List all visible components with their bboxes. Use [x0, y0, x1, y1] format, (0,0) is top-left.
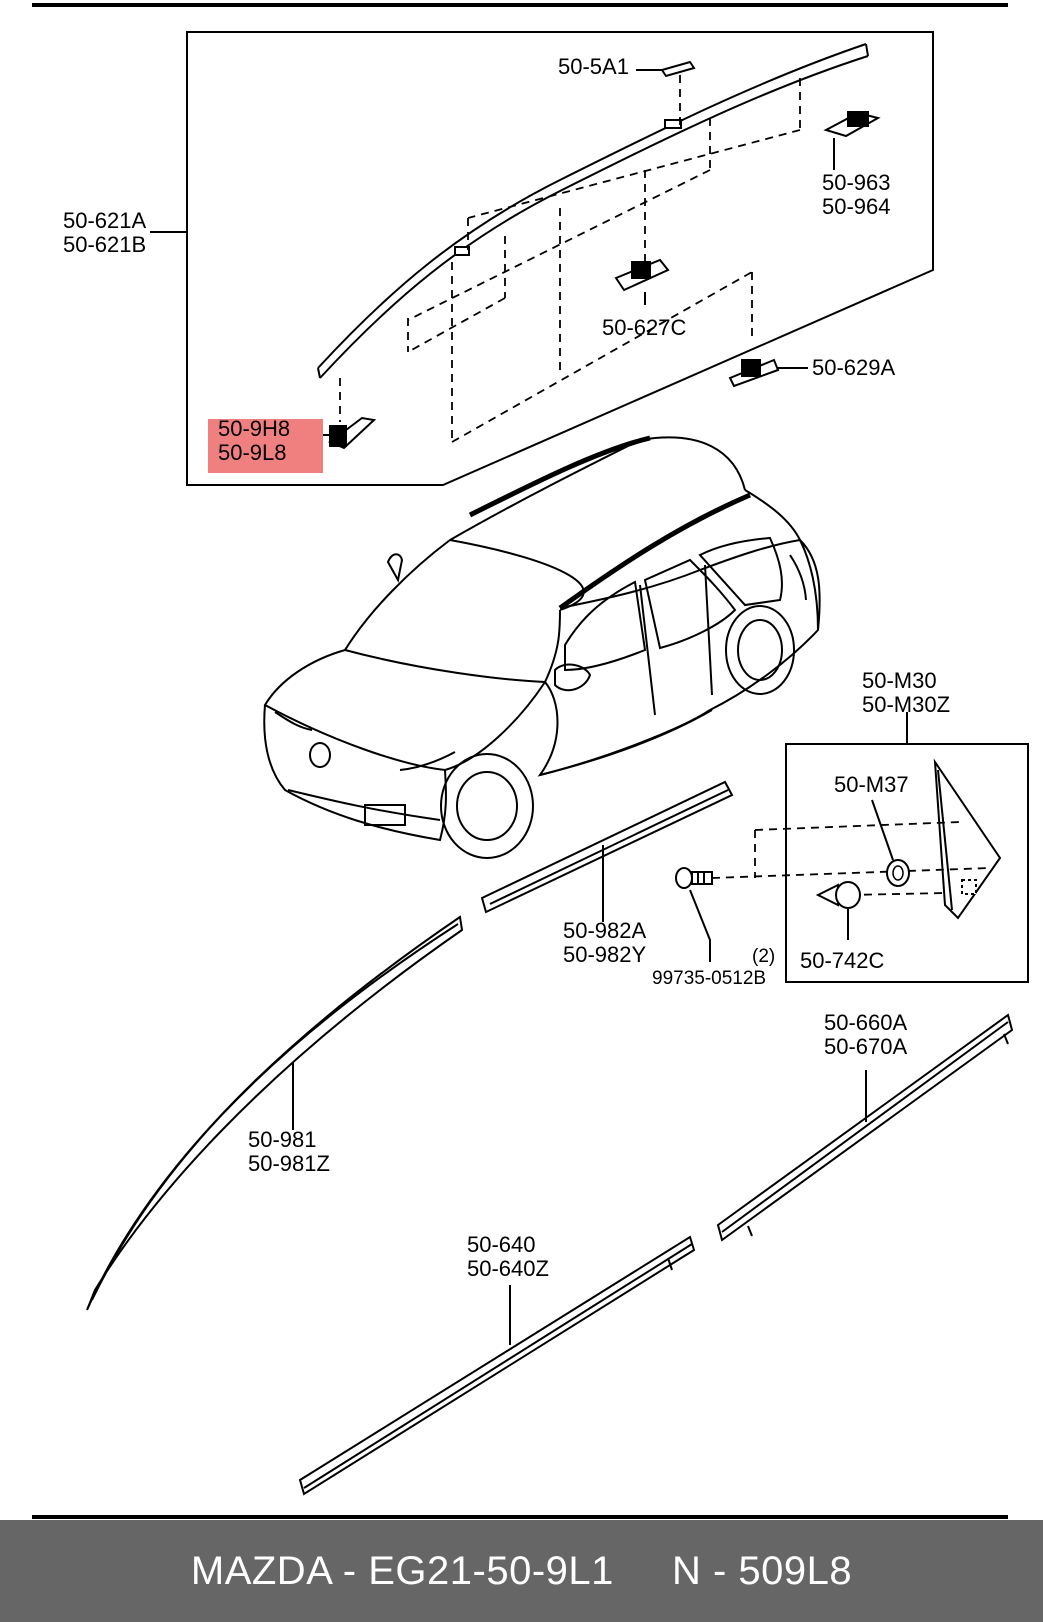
label-50-981Z: 50-981Z — [248, 1151, 330, 1176]
label-50-660A: 50-660A — [824, 1010, 908, 1035]
label-50-640Z: 50-640Z — [467, 1256, 549, 1281]
part-number-footer: MAZDA - EG21-50-9L1 N - 509L8 — [0, 1520, 1043, 1622]
label-50-9L8: 50-9L8 — [218, 440, 287, 465]
label-50-621A: 50-621A — [63, 208, 147, 233]
roof-rail-group-frame — [186, 31, 934, 486]
windshield-moulding-981-part — [86, 915, 464, 1311]
clip-5A1-icon — [660, 60, 696, 78]
clip-627C-icon — [614, 258, 670, 292]
door-trim-982-part — [480, 780, 734, 914]
roof-rail-dashed-guides — [339, 75, 801, 443]
belt-moulding-660-part — [716, 1013, 1014, 1242]
label-50-981: 50-981 — [248, 1127, 317, 1152]
label-50-9H8: 50-9H8 — [218, 416, 290, 441]
washer-icon — [886, 859, 910, 887]
washer-hole-icon — [892, 865, 904, 881]
label-50-982Y: 50-982Y — [563, 942, 647, 967]
label-50-M30Z: 50-M30Z — [862, 692, 950, 717]
label-50-964: 50-964 — [822, 194, 891, 219]
roof-rail-part — [317, 43, 869, 379]
label-99735-0512B: 99735-0512B — [652, 968, 766, 989]
label-50-627C: 50-627C — [602, 315, 687, 340]
vehicle-illustration — [263, 435, 821, 859]
clip-742C-icon — [815, 881, 861, 909]
clip-629A-icon — [728, 358, 780, 388]
sill-moulding-640-part — [298, 1235, 696, 1496]
label-50-670A: 50-670A — [824, 1034, 908, 1059]
parts-diagram: 50-5A1 50-963 50-964 50-621A 50-621B 50-… — [32, 3, 1029, 1519]
footer-part-number-text: MAZDA - EG21-50-9L1 N - 509L8 — [190, 1548, 853, 1593]
label-50-621B: 50-621B — [63, 232, 146, 257]
label-50-629A: 50-629A — [812, 355, 896, 380]
garnish-dashed-guides — [711, 821, 991, 896]
clip-9H8-icon — [328, 416, 377, 450]
label-50-640: 50-640 — [467, 1232, 536, 1257]
screw-icon — [675, 867, 713, 889]
label-quantity: (2) — [752, 946, 775, 967]
label-50-982A: 50-982A — [563, 918, 647, 943]
label-50-5A1: 50-5A1 — [558, 54, 629, 79]
clip-963-icon — [823, 111, 881, 138]
label-50-M30: 50-M30 — [862, 668, 937, 693]
label-50-963: 50-963 — [822, 170, 891, 195]
triangle-garnish-part — [933, 758, 1002, 920]
highlight-box — [208, 419, 323, 473]
leader-M37 — [871, 799, 894, 861]
label-50-M37: 50-M37 — [834, 772, 909, 797]
label-50-742C: 50-742C — [800, 948, 885, 973]
leader-screw — [689, 889, 711, 962]
